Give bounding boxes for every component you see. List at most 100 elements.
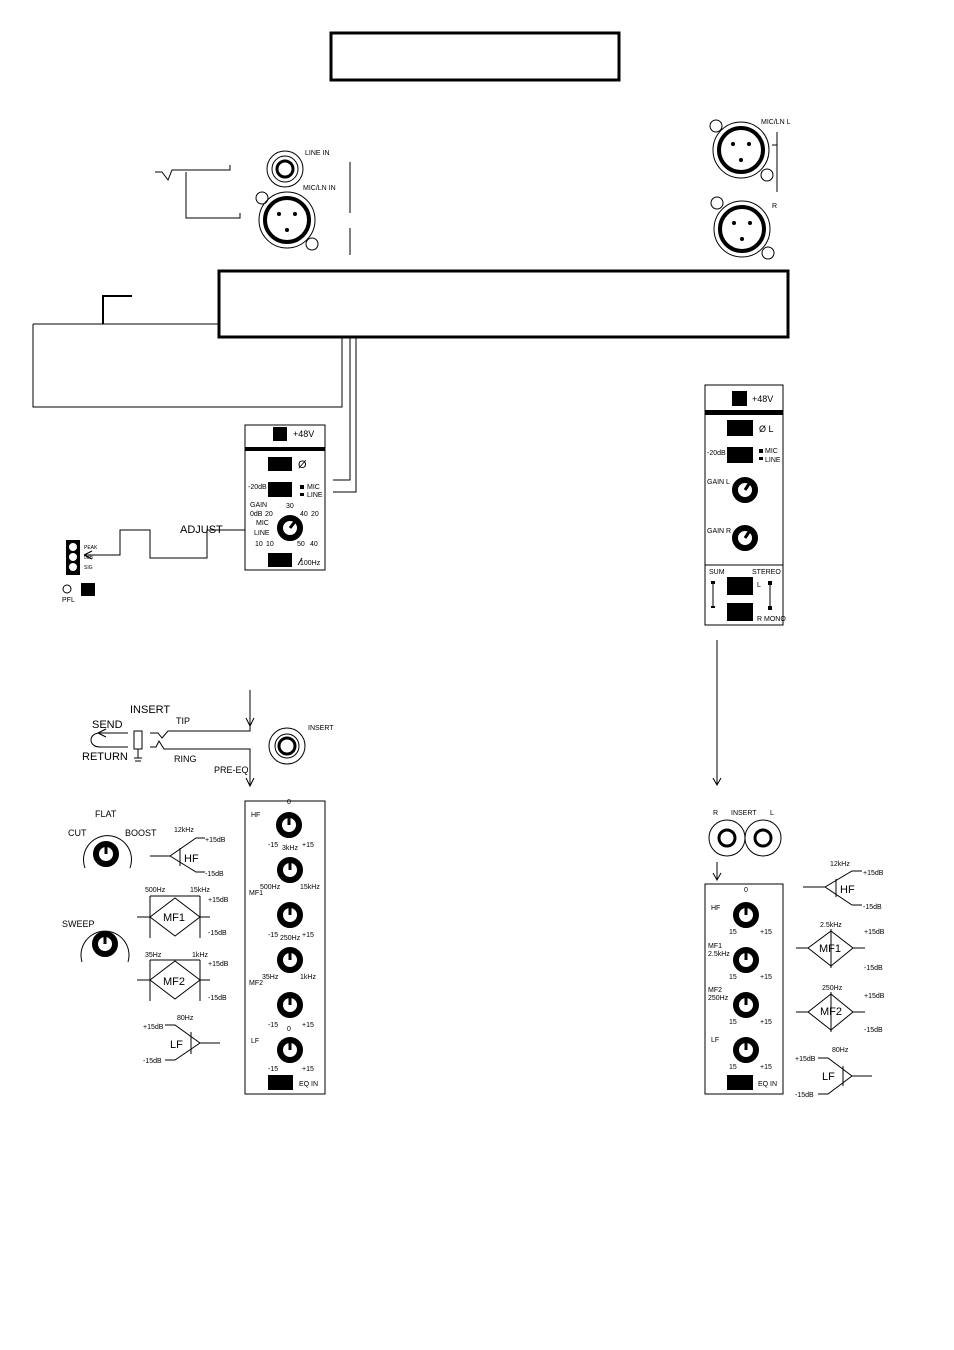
stereo-insert-label: INSERT: [731, 810, 757, 817]
stereo-label: STEREO: [752, 569, 781, 576]
pfl-switch[interactable]: [81, 583, 95, 596]
svg-text:+15: +15: [760, 1064, 772, 1071]
legend-mf2-minus: -15dB: [208, 995, 227, 1002]
svg-text:500Hz: 500Hz: [260, 884, 281, 891]
boost-label: BOOST: [125, 828, 157, 838]
pad-switch[interactable]: [268, 482, 292, 497]
stereo-eq-in-label: EQ IN: [758, 1081, 777, 1088]
adjust-label: ADJUST: [180, 524, 223, 536]
sweep-label: SWEEP: [62, 919, 95, 929]
svg-text:15kHz: 15kHz: [300, 884, 320, 891]
stereo-mic-label: MIC: [765, 448, 778, 455]
svg-text:0: 0: [287, 799, 291, 806]
svg-text:250Hz: 250Hz: [822, 985, 843, 992]
hpf-label: 100Hz: [300, 560, 321, 567]
svg-text:-15dB: -15dB: [863, 904, 882, 911]
svg-text:0: 0: [287, 1026, 291, 1033]
insert-jack-label: INSERT: [308, 725, 334, 732]
stereo-eq-lf: LF: [711, 1037, 719, 1044]
svg-text:+15: +15: [302, 1066, 314, 1073]
led-sig-label: SIG: [84, 565, 93, 571]
legend-mf1-label: MF1: [163, 912, 185, 924]
sum-stereo-switch-r[interactable]: [727, 603, 753, 621]
phantom-label: +48V: [293, 429, 314, 439]
callout-box-left: [32, 323, 343, 408]
svg-text:80Hz: 80Hz: [832, 1047, 849, 1054]
insert-label: INSERT: [130, 704, 170, 716]
sum-stereo-switch-l[interactable]: [727, 577, 753, 595]
stereo-eq-hf: HF: [711, 905, 720, 912]
svg-text:+15dB: +15dB: [863, 870, 884, 877]
stereo-eq-in-switch[interactable]: [727, 1075, 753, 1090]
stereo-phase-switch[interactable]: [727, 420, 753, 436]
phantom-switch[interactable]: [273, 427, 287, 441]
mono-input-connectors: LINE IN MIC/LN IN: [155, 150, 351, 255]
gain-label: GAIN: [250, 502, 267, 509]
legend-hf-plus: +15dB: [205, 837, 226, 844]
phase-label: Ø: [298, 459, 307, 471]
svg-text:3kHz: 3kHz: [282, 845, 298, 852]
eq-legend: FLAT CUT BOOST SWEEP 12kHz +15dB -15dB H…: [62, 809, 229, 1065]
legend-lf-plus: +15dB: [143, 1024, 164, 1031]
mono-eq-in-switch[interactable]: [268, 1075, 293, 1090]
legend-mf1-minus: -15dB: [208, 930, 227, 937]
stereo-phantom-label: +48V: [752, 394, 773, 404]
svg-text:-15dB: -15dB: [864, 965, 883, 972]
svg-text:20: 20: [265, 511, 273, 518]
mic-label: MIC: [307, 484, 320, 491]
sum-l-label: L: [757, 582, 761, 589]
mono-input-strip: +48V Ø -20dB PAD MIC LINE GAIN 0dB 20 30…: [83, 337, 357, 571]
stereo-input-connectors: MIC/LN L R: [709, 119, 791, 260]
svg-text:+15: +15: [760, 929, 772, 936]
stereo-eq-mf2: MF2: [708, 987, 722, 994]
stereo-line-label: LINE: [765, 457, 781, 464]
legend-mf1-low: 500Hz: [145, 887, 166, 894]
svg-text:+15dB: +15dB: [795, 1056, 816, 1063]
stereo-insert-l: L: [770, 810, 774, 817]
svg-text:-15: -15: [268, 842, 278, 849]
legend-mf1-high: 15kHz: [190, 887, 210, 894]
svg-text:0: 0: [744, 887, 748, 894]
pfl-label: PFL: [62, 597, 75, 604]
svg-text:1kHz: 1kHz: [300, 974, 316, 981]
stereo-phantom-switch[interactable]: [732, 391, 747, 406]
legend-hf-label: HF: [184, 853, 199, 865]
svg-text:40: 40: [310, 541, 318, 548]
mono-eq-in-label: EQ IN: [299, 1081, 318, 1088]
stereo-gain-l-label: GAIN L: [707, 479, 730, 486]
svg-text:-15: -15: [268, 932, 278, 939]
svg-text:-15dB: -15dB: [864, 1027, 883, 1034]
tip-label: TIP: [176, 716, 190, 726]
hpf-switch[interactable]: [268, 553, 292, 567]
legend-mf2-plus: +15dB: [208, 961, 229, 968]
led-meter: PEAK 0dB SIG PFL: [62, 540, 98, 604]
gain-mode-mic: MIC: [256, 520, 269, 527]
svg-text:-15: -15: [268, 1066, 278, 1073]
phase-switch[interactable]: [268, 457, 292, 471]
svg-text:40: 40: [300, 511, 308, 518]
right-legend-lf: LF: [822, 1071, 835, 1083]
stereo-eq-legend: 12kHz +15dB -15dB HF 2.5kHz +15dB -15dB …: [795, 861, 885, 1099]
stereo-insert: R INSERT L: [708, 810, 782, 882]
svg-text:2.5kHz: 2.5kHz: [708, 951, 730, 958]
legend-mf2-high: 1kHz: [192, 952, 208, 959]
stereo-phase-label: Ø L: [759, 424, 774, 434]
flat-label: FLAT: [95, 809, 117, 819]
svg-text:+15: +15: [760, 974, 772, 981]
line-label: LINE: [307, 492, 323, 499]
svg-text:+15: +15: [302, 932, 314, 939]
legend-lf-freq: 80Hz: [177, 1015, 194, 1022]
mono-eq-strip: 0 HF -15 +15 3kHz 500Hz 15kHz MF1 -15 +1…: [244, 799, 326, 1095]
right-legend-mf1: MF1: [819, 943, 841, 955]
svg-text:2.5kHz: 2.5kHz: [820, 922, 842, 929]
mono-eq-hf: HF: [251, 812, 260, 819]
svg-text:+15: +15: [302, 1022, 314, 1029]
stereo-pad-switch[interactable]: [727, 447, 753, 463]
stereo-eq-strip: 0 HF 15 +15 MF1 2.5kHz 15 +15 MF2 250Hz …: [704, 883, 784, 1095]
line-in-label: LINE IN: [305, 150, 330, 157]
svg-text:10: 10: [255, 541, 263, 548]
svg-text:+15: +15: [760, 1019, 772, 1026]
insert-diagram: INSERT SEND RETURN TIP RING PRE-EQ INSER…: [82, 690, 334, 788]
right-legend-hf: HF: [840, 884, 855, 896]
